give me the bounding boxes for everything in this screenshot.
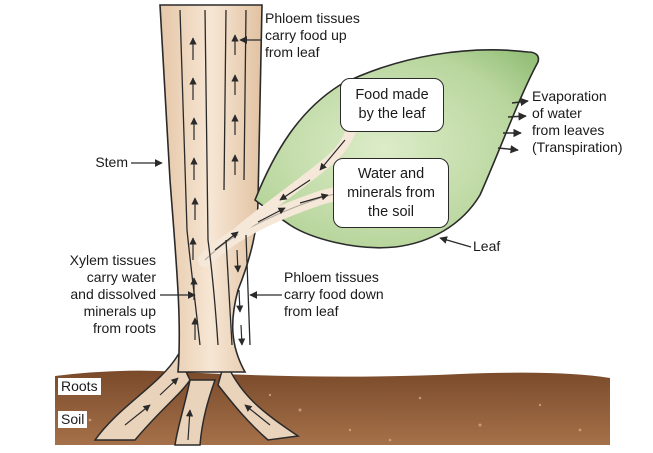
xylem-vessel (179, 9, 219, 346)
phloem-vessel-down (225, 234, 251, 346)
root-flow-arrows (124, 377, 271, 441)
food-box: Food made by the leaf (340, 78, 444, 132)
water-box-line-2: minerals from (347, 184, 435, 201)
phloem-down-label: Phloem tissues carry food down from leaf (284, 269, 434, 320)
water-box-line-1: Water and (357, 165, 425, 182)
xylem-flow-arrows (189, 37, 199, 340)
stem-label: Stem (95, 154, 128, 170)
phloem-up-line-3: from leaf (265, 44, 320, 60)
xylem-line-3: and dissolved (70, 286, 156, 302)
evaporation-line-4: (Transpiration) (532, 139, 623, 155)
xylem-line-4: minerals up (83, 303, 156, 319)
xylem-line-2: carry water (86, 269, 156, 285)
phloem-up-line-1: Phloem tissues (265, 10, 360, 26)
water-box-line-3: the soil (368, 203, 414, 220)
phloem-down-line-3: from leaf (284, 303, 339, 319)
xylem-label: Xylem tissues carry water and dissolved … (10, 252, 156, 337)
phloem-down-line-1: Phloem tissues (284, 269, 379, 285)
evaporation-line-1: Evaporation (532, 88, 607, 104)
transpiration-arrows (497, 97, 529, 154)
roots-label: Roots (58, 378, 101, 395)
evaporation-label: Evaporation of water from leaves (Transp… (532, 88, 650, 156)
stem-shape (159, 4, 263, 373)
water-box: Water and minerals from the soil (333, 158, 449, 228)
phloem-down-line-2: carry food down (284, 286, 384, 302)
phloem-up-label: Phloem tissues carry food up from leaf (265, 10, 405, 61)
label-pointers (131, 36, 472, 299)
soil-label: Soil (58, 411, 88, 428)
xylem-line-5: from roots (92, 320, 156, 336)
phloem-up-line-2: carry food up (265, 27, 347, 43)
food-box-line-2: by the leaf (358, 106, 426, 122)
leaf-label: Leaf (473, 238, 501, 254)
petiole-flow-arrows (214, 139, 346, 251)
evaporation-line-3: from leaves (532, 122, 605, 138)
food-box-line-1: Food made (355, 87, 429, 103)
phloem-down-flow-arrows (234, 249, 246, 346)
evaporation-line-2: of water (532, 105, 582, 121)
xylem-line-1: Xylem tissues (69, 252, 156, 268)
